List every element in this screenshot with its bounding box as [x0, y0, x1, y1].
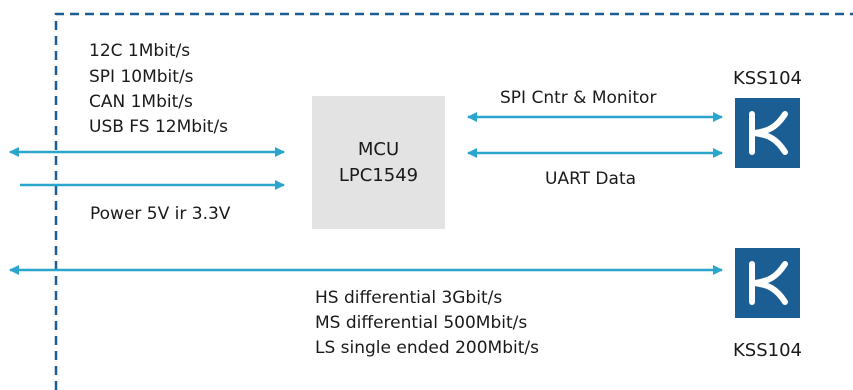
uart-link-label: UART Data — [545, 169, 637, 189]
interface-label-usb: USB FS 12Mbit/s — [89, 117, 229, 137]
kss-bottom-chip — [735, 248, 800, 318]
system-boundary — [54, 12, 853, 390]
diff-label-hs: HS differential 3Gbit/s — [315, 288, 503, 308]
diff-label-ms: MS differential 500Mbit/s — [315, 313, 528, 333]
kss-logo-icon — [749, 261, 788, 305]
diff-label-ls: LS single ended 200Mbit/s — [315, 338, 539, 358]
interface-label-i2c: 12C 1Mbit/s — [89, 41, 191, 61]
kss-bottom-label: KSS104 — [733, 340, 803, 361]
mcu-title: MCU — [357, 138, 400, 160]
spi-link-label: SPI Cntr & Monitor — [500, 88, 657, 108]
kss-top-chip — [735, 98, 800, 168]
kss-logo-icon — [749, 111, 788, 155]
mcu-block: MCU LPC1549 — [312, 96, 445, 229]
interface-label-can: CAN 1Mbit/s — [89, 92, 193, 112]
mcu-part-number: LPC1549 — [338, 164, 419, 186]
power-label: Power 5V ir 3.3V — [90, 204, 231, 224]
interface-label-spi: SPI 10Mbit/s — [89, 67, 194, 87]
kss-top-label: KSS104 — [733, 68, 803, 89]
